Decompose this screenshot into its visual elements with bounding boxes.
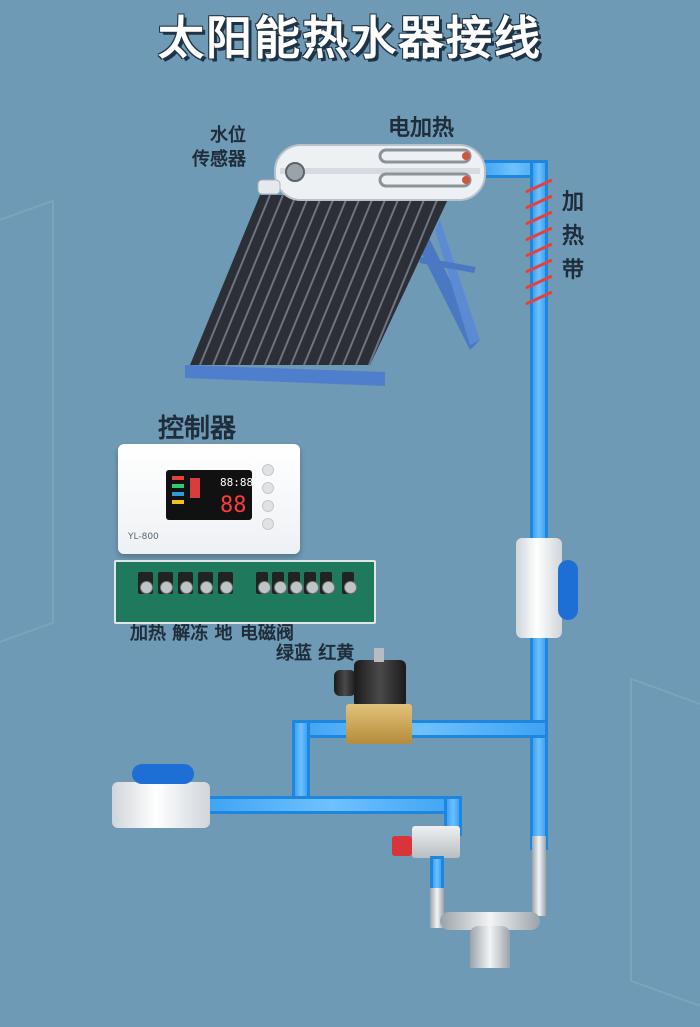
- heating-tape-label: 加 热 带: [560, 186, 586, 288]
- controller-display-main: 88: [220, 493, 247, 518]
- electric-heating-label: 电加热: [388, 116, 455, 141]
- controller-display-graphic: 88:88 88: [172, 476, 253, 518]
- water-level-sensor-label: 水位 传感器: [182, 124, 246, 172]
- controller-model: YL-800: [128, 532, 159, 542]
- pipe-left-vertical: [292, 720, 310, 810]
- left-ball-valve[interactable]: [112, 782, 210, 828]
- controller-unit: 88:88 88 YL-800: [118, 444, 300, 554]
- pipe-right-vertical: [530, 160, 548, 850]
- safety-valve-body: [412, 826, 460, 858]
- solenoid-valve-body: [346, 704, 412, 744]
- electric-heater-rod: [378, 148, 472, 188]
- background-decoration-left: [0, 199, 54, 665]
- heater-bottom-rail: [185, 365, 385, 386]
- terminal-screw: [178, 572, 193, 594]
- page-title: 太阳能热水器接线: [158, 11, 542, 65]
- heating-tape: [525, 178, 553, 306]
- solar-water-heater: [185, 144, 486, 386]
- terminal-screw: [198, 572, 213, 594]
- terminal-left-label: 加热 解冻 地: [130, 623, 233, 644]
- water-level-sensor-label-line1: 水位: [210, 125, 246, 146]
- faucet-body: [440, 912, 540, 930]
- heater-stand: [435, 220, 480, 345]
- terminal-screw: [288, 572, 303, 594]
- terminal-screw: [342, 572, 357, 594]
- terminal-screw: [320, 572, 335, 594]
- pipe-bottom-horizontal: [200, 796, 462, 814]
- solenoid-valve-connector: [334, 670, 356, 696]
- heating-tape-label-char2: 热: [561, 224, 584, 249]
- safety-valve-outlet: [430, 856, 444, 892]
- right-ball-valve[interactable]: [516, 538, 562, 638]
- solenoid-valve-cap: [374, 648, 384, 662]
- terminal-screw: [304, 572, 319, 594]
- left-valve-handle[interactable]: [132, 764, 194, 784]
- controller-button-2[interactable]: [262, 482, 274, 494]
- controller-button-3[interactable]: [262, 500, 274, 512]
- controller-button-4[interactable]: [262, 518, 274, 530]
- terminal-screw: [138, 572, 153, 594]
- controller-label: 控制器: [158, 414, 237, 444]
- terminal-board: [114, 560, 376, 624]
- heating-tape-label-char3: 带: [561, 258, 584, 283]
- terminal-right-label: 电磁阀: [240, 623, 294, 644]
- heating-tape-label-char1: 加: [561, 190, 584, 215]
- terminal-screw: [218, 572, 233, 594]
- pipe-mid-horizontal: [292, 720, 548, 738]
- faucet-right-leg: [532, 836, 546, 916]
- right-valve-handle[interactable]: [558, 560, 578, 620]
- controller-display: 88:88 88: [166, 470, 253, 520]
- water-level-sensor: [285, 162, 305, 182]
- background-decoration-right: [630, 677, 700, 1027]
- faucet-base: [470, 926, 510, 968]
- controller-button-1[interactable]: [262, 464, 274, 476]
- vacuum-tubes: [190, 194, 450, 366]
- solenoid-valve-coil: [354, 660, 406, 708]
- safety-valve-handle-icon[interactable]: [392, 836, 412, 856]
- terminal-screw: [272, 572, 287, 594]
- terminal-screw: [158, 572, 173, 594]
- controller-display-top: 88:88: [220, 476, 252, 489]
- water-level-sensor-label-line2: 传感器: [192, 149, 246, 170]
- terminal-screw: [256, 572, 271, 594]
- wire-colors-label: 绿蓝 红黄: [276, 643, 355, 664]
